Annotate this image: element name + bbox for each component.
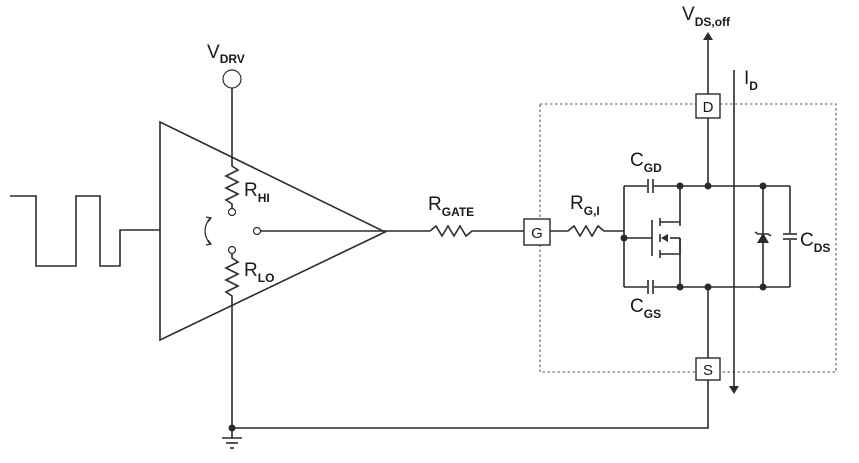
label-rgi: RG,I [570,193,600,218]
gate-pin-box [523,218,551,246]
mosfet-body-arrow [661,234,668,242]
drain-pin-box [695,93,721,119]
square-wave-input [10,195,160,267]
rhi-resistor [224,158,240,208]
label-rgate: RGATE [428,194,474,219]
label-rhi: RHI [244,180,270,205]
label-rlo: RLO [244,260,274,285]
label-vds-off: VDS,off [682,4,731,29]
drain-pin-label: D [703,99,714,116]
rgi-resistor [550,224,624,238]
rlo-resistor [224,254,240,302]
label-cgs: CGS [630,296,661,321]
source-return-wire [232,380,709,429]
gate-pin-label: G [531,225,543,242]
mosfet-package-outline [539,103,837,373]
switch-toggle-arc [204,217,211,245]
vdrv-terminal [222,69,242,89]
switch-common-contact [252,226,262,236]
label-cgd: CGD [630,150,662,175]
rlo-switch-contact [227,245,237,255]
driver-amplifier [159,120,387,342]
source-pin-box [695,357,721,381]
rhi-switch-contact [227,207,237,217]
label-id: ID [744,68,758,93]
label-vdrv: VDRV [207,42,245,66]
label-cds: CDS [800,230,830,255]
source-pin-label: S [703,362,713,379]
rgate-resistor [429,224,524,238]
